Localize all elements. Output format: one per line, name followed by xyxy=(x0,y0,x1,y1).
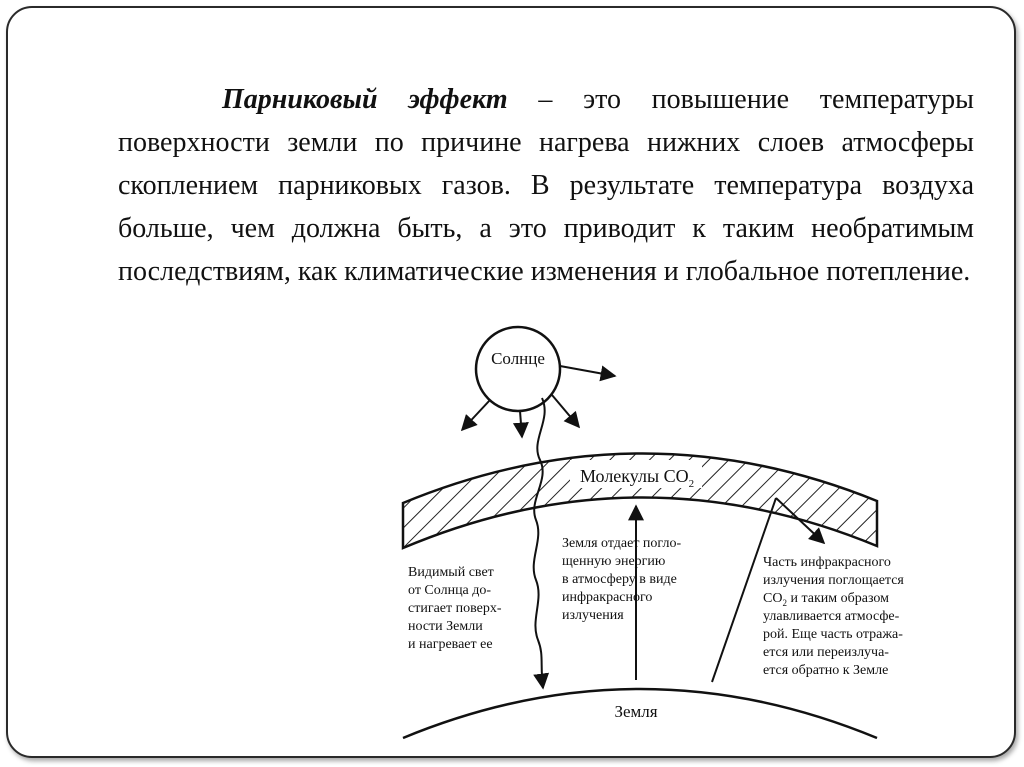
earth-label: Земля xyxy=(614,702,657,721)
ray-down-right xyxy=(552,395,579,427)
middle-caption: Земля отдает погло- щенную энергию в атм… xyxy=(562,536,685,623)
left-caption: Видимый свет от Солнца до- стигает повер… xyxy=(408,565,505,652)
sun-label: Солнце xyxy=(491,349,545,368)
ray-down xyxy=(520,411,522,437)
earth: Земля xyxy=(403,689,877,738)
visible-light-ray xyxy=(534,398,545,688)
ray-left xyxy=(462,400,490,430)
right-caption: Часть инфракрасного излучения поглощаетс… xyxy=(763,555,907,678)
atmosphere-band: Молекулы CO2 xyxy=(403,453,877,548)
ray-right xyxy=(560,366,615,376)
sun: Солнце xyxy=(476,327,560,411)
